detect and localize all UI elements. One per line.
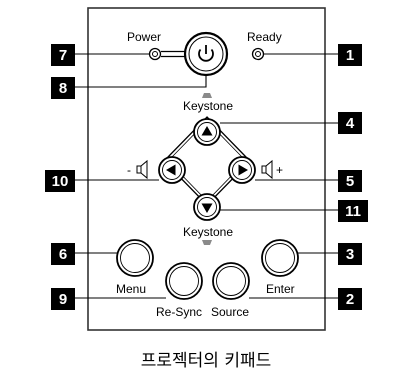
power-button[interactable] [183, 31, 229, 77]
svg-text:10: 10 [52, 173, 69, 190]
volume-up-button[interactable] [228, 156, 256, 184]
svg-text:9: 9 [59, 291, 67, 308]
keystone-top-label: Keystone [183, 99, 233, 113]
source-label: Source [211, 305, 249, 319]
callout-2: 2 [338, 288, 362, 310]
svg-text:8: 8 [59, 80, 67, 97]
svg-text:5: 5 [346, 173, 354, 190]
menu-button[interactable] [116, 239, 154, 277]
resync-label: Re-Sync [156, 305, 202, 319]
callout-3: 3 [338, 243, 362, 265]
enter-button[interactable] [261, 239, 299, 277]
enter-label: Enter [266, 282, 295, 296]
callout-10: 10 [45, 170, 75, 192]
keystone-up-marker [202, 93, 212, 98]
ready-led [251, 47, 265, 61]
callout-4: 4 [338, 112, 362, 134]
svg-text:4: 4 [346, 115, 355, 132]
triangle-right-icon [238, 164, 248, 176]
power-label: Power [127, 30, 161, 44]
power-icon [198, 45, 214, 62]
svg-text:6: 6 [59, 246, 67, 263]
speaker-icon [261, 159, 273, 180]
triangle-left-icon [166, 164, 176, 176]
volume-down-button[interactable] [158, 156, 186, 184]
keypad-panel [87, 7, 326, 331]
svg-text:11: 11 [345, 203, 361, 220]
svg-text:2: 2 [346, 291, 354, 308]
source-button[interactable] [212, 262, 250, 300]
callout-9: 9 [51, 288, 75, 310]
figure-caption: 프로젝터의 키패드 [141, 351, 272, 371]
callout-11: 11 [338, 200, 368, 222]
menu-label: Menu [116, 282, 146, 296]
volume-plus-label: + [276, 163, 283, 177]
triangle-up-icon [201, 126, 213, 136]
callout-7: 7 [51, 44, 75, 66]
callout-1: 1 [338, 44, 362, 66]
resync-button[interactable] [165, 262, 203, 300]
svg-text:7: 7 [59, 47, 67, 64]
callout-5: 5 [338, 170, 362, 192]
speaker-icon [136, 159, 148, 180]
keystone-bottom-label: Keystone [183, 225, 233, 239]
callout-8: 8 [51, 77, 75, 99]
callout-leaders [75, 53, 338, 299]
power-led [148, 47, 162, 61]
svg-text:1: 1 [346, 47, 354, 64]
triangle-down-icon [201, 203, 213, 213]
keystone-down-marker [202, 240, 212, 245]
volume-minus-label: - [127, 163, 131, 177]
svg-text:3: 3 [346, 246, 354, 263]
ready-label: Ready [247, 30, 282, 44]
callout-6: 6 [51, 243, 75, 265]
keystone-up-button[interactable] [193, 118, 221, 146]
keystone-down-button[interactable] [193, 193, 221, 221]
